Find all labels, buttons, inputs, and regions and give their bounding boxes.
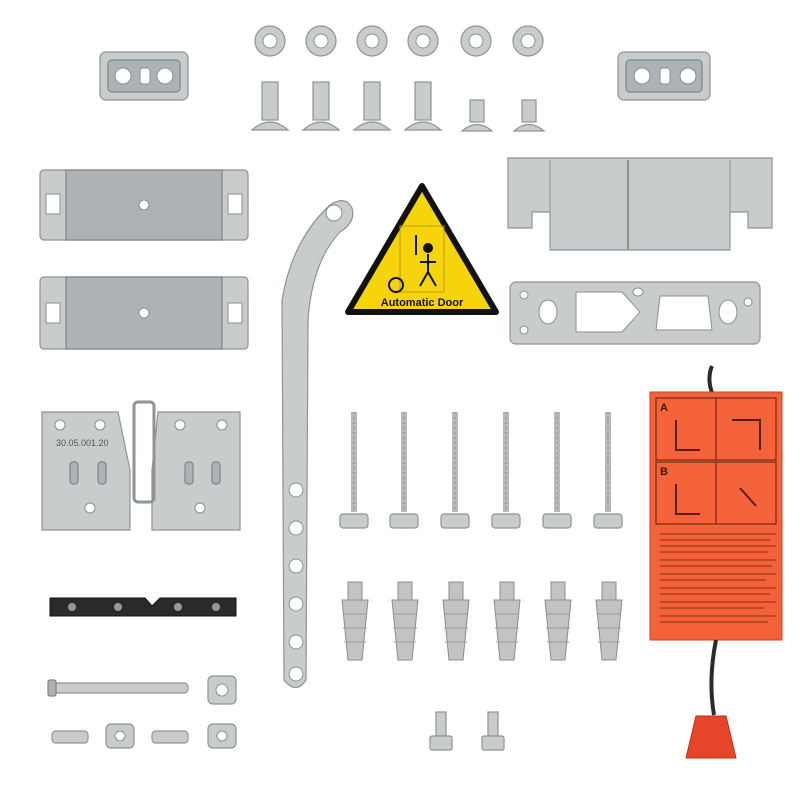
- nut-icon: [512, 25, 544, 57]
- spacer-bar: [49, 597, 237, 617]
- wall-plug-icon: [442, 581, 470, 661]
- mounting-plate-icon: [39, 169, 249, 241]
- nut-icon: [356, 25, 388, 57]
- release-tag: A B: [649, 365, 783, 759]
- nut-icon: [254, 25, 286, 57]
- clip-icon: [105, 723, 135, 749]
- cable-holder-left: [99, 51, 189, 101]
- wood-screw-icon: [339, 412, 369, 529]
- hex-bolt-icon: [429, 711, 453, 751]
- carriage-bolt-icon: [403, 81, 443, 131]
- carriage-bolt-icon: [301, 81, 341, 131]
- clip-icon: [207, 675, 237, 705]
- screw-row: [339, 412, 623, 529]
- mounting-plate-icon: [39, 276, 249, 350]
- clip-icon: [207, 723, 237, 749]
- hex-bolt-icon: [481, 711, 505, 751]
- wood-screw-icon: [440, 412, 470, 529]
- wood-screw-icon: [389, 412, 419, 529]
- bolt-row: [250, 81, 546, 132]
- bracket-stamp: 30.05.001.20: [56, 438, 109, 448]
- wall-plug-icon: [493, 581, 521, 661]
- wall-plug-icon: [544, 581, 572, 661]
- pin-icon: [151, 730, 189, 744]
- bent-bracket: [507, 157, 773, 251]
- carriage-bolt-icon: [352, 81, 392, 131]
- warning-sign: Automatic Door: [345, 183, 499, 315]
- carriage-bolt-icon: [250, 81, 290, 131]
- wall-plug-icon: [341, 581, 369, 661]
- nut-icon: [407, 25, 439, 57]
- carriage-bolt-icon: [512, 99, 546, 132]
- tag-panel-b: B: [660, 466, 668, 478]
- warning-sign-label: Automatic Door: [381, 297, 464, 309]
- tag-fine-print: [660, 533, 776, 623]
- plug-row: [341, 581, 623, 661]
- wood-screw-icon: [542, 412, 572, 529]
- nut-icon: [305, 25, 337, 57]
- angle-bracket: 30.05.001.20: [41, 400, 241, 531]
- wall-plug-icon: [391, 581, 419, 661]
- carriage-bolt-icon: [460, 99, 494, 132]
- wood-screw-icon: [491, 412, 521, 529]
- wood-screw-icon: [593, 412, 623, 529]
- flat-plate: [509, 281, 761, 345]
- pin-icon: [51, 730, 89, 744]
- pin-icon: [47, 679, 189, 697]
- wall-plug-icon: [595, 581, 623, 661]
- cable-holder-right: [617, 51, 711, 101]
- door-arm-icon: [281, 200, 354, 689]
- nut-row: [254, 25, 544, 57]
- nut-icon: [460, 25, 492, 57]
- tag-panel-a: A: [660, 402, 668, 414]
